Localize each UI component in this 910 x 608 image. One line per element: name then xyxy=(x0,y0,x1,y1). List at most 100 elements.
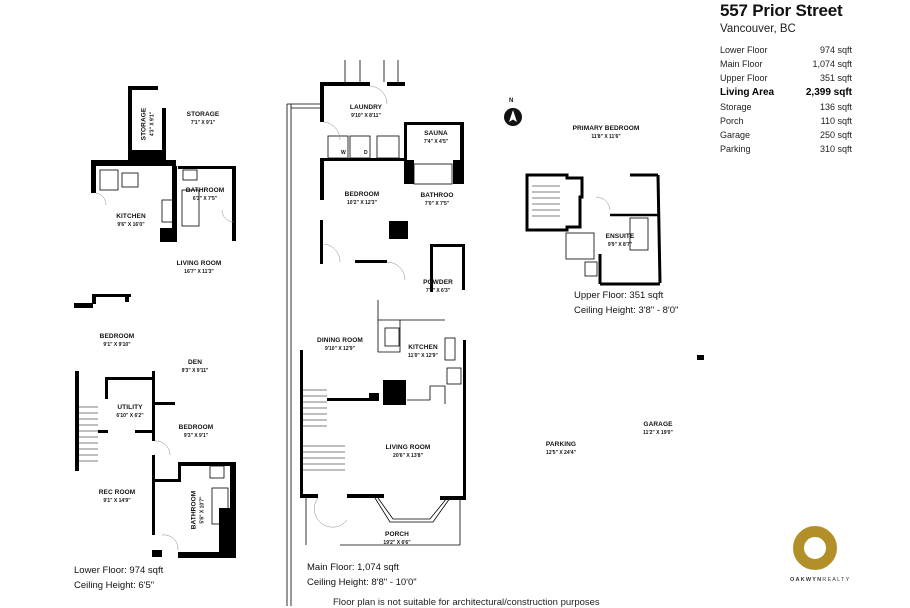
room-label-lower-bedroom-2: BEDROOM 9'3" X 9'1" xyxy=(179,424,214,439)
oakwyn-realty-logo: OAKWYNREALTY xyxy=(790,526,850,583)
room-name: PORCH xyxy=(385,531,409,538)
room-label-lower-den: DEN 9'3" X 9'11" xyxy=(182,359,209,374)
room-name: KITCHEN xyxy=(408,344,438,351)
room-dims: 10'2" X 12'3" xyxy=(347,200,377,206)
room-label-lower-rec-room: REC ROOM 9'1" X 14'9" xyxy=(99,489,136,504)
room-label-lower-utility: UTILITY 6'10" X 6'2" xyxy=(116,404,143,419)
area-row: Lower Floor 974 sqft xyxy=(720,43,852,57)
area-label: Main Floor xyxy=(720,59,763,70)
room-label-upper-ensuite: ENSUITE 9'9" X 8'7" xyxy=(606,233,635,248)
area-label: Lower Floor xyxy=(720,45,768,56)
room-name: BEDROOM xyxy=(178,424,214,431)
room-name: ENSUITE xyxy=(605,233,635,240)
upper-floor-area: Upper Floor: 351 sqft xyxy=(574,290,664,301)
room-name: LAUNDRY xyxy=(349,104,383,111)
room-label-main-kitchen: KITCHEN 11'0" X 12'9" xyxy=(408,344,438,359)
room-label-lower-bedroom-1: BEDROOM 9'1" X 9'10" xyxy=(100,333,135,348)
area-label: Living Area xyxy=(720,87,775,99)
room-dims: 9'1" X 9'10" xyxy=(103,342,131,348)
area-row: Storage 136 sqft xyxy=(720,100,852,114)
area-label: Parking xyxy=(720,144,751,155)
property-address: 557 Prior Street xyxy=(720,1,843,20)
room-dims: 5'6" X 10'7" xyxy=(199,496,206,524)
room-name: POWDER xyxy=(423,279,453,286)
room-label-main-living-room: LIVING ROOM 20'6" X 13'8" xyxy=(386,444,431,459)
room-label-lower-bathroom: BATHROOM 6'3" X 7'5" xyxy=(186,187,225,202)
main-floor-caption: Main Floor: 1,074 sqft Ceiling Height: 8… xyxy=(307,560,417,590)
area-value: 250 sqft xyxy=(819,130,852,141)
room-name: REC ROOM xyxy=(98,489,136,496)
upper-floor-ceiling: Ceiling Height: 3'8" - 8'0" xyxy=(574,305,679,316)
room-name: PRIMARY BEDROOM xyxy=(572,125,640,132)
room-label-main-bedroom: BEDROOM 10'2" X 12'3" xyxy=(345,191,380,206)
room-dims: 9'6" X 16'0" xyxy=(117,222,145,228)
room-dims: 9'9" X 8'7" xyxy=(607,242,633,248)
lower-floor-area: Lower Floor: 974 sqft xyxy=(74,565,164,576)
area-label: Storage xyxy=(720,101,752,112)
room-label-lower-bathroom-2: BATHROOM 5'6" X 10'7" xyxy=(191,491,206,530)
room-name: UTILITY xyxy=(117,404,143,411)
area-row: Upper Floor 351 sqft xyxy=(720,71,852,85)
room-label-upper-primary-bedroom: PRIMARY BEDROOM 11'8" X 11'6" xyxy=(573,125,640,140)
room-label-main-powder: POWDER 7'0" X 6'3" xyxy=(423,279,453,294)
room-name: BEDROOM xyxy=(344,191,380,198)
area-value: 2,399 sqft xyxy=(805,87,852,99)
main-floor-area: Main Floor: 1,074 sqft xyxy=(307,562,399,573)
room-name: GARAGE xyxy=(643,421,673,428)
room-name: BEDROOM xyxy=(99,333,135,340)
room-name: BATHROOM xyxy=(185,187,225,194)
room-name: PARKING xyxy=(545,441,577,448)
room-dims: 11'0" X 12'9" xyxy=(408,353,438,359)
room-dims: 7'0" X 7'5" xyxy=(424,201,450,207)
room-name: DINING ROOM xyxy=(317,337,363,344)
room-label-garage: GARAGE 11'2" X 19'0" xyxy=(643,421,673,436)
room-name: LIVING ROOM xyxy=(385,444,431,451)
area-value: 1,074 sqft xyxy=(812,59,852,70)
area-value: 974 sqft xyxy=(819,45,852,56)
room-dims: 7'1" X 9'1" xyxy=(190,120,216,126)
area-value: 310 sqft xyxy=(819,144,852,155)
upper-floor-caption: Upper Floor: 351 sqft Ceiling Height: 3'… xyxy=(574,288,678,318)
washer-label: W xyxy=(341,150,346,156)
room-dims: 19'2" X 6'6" xyxy=(383,540,411,546)
room-label-main-laundry: LAUNDRY 9'10" X 8'11" xyxy=(350,104,382,119)
area-value: 110 sqft xyxy=(820,116,852,127)
area-table: Lower Floor 974 sqft Main Floor 1,074 sqft… xyxy=(720,43,852,157)
room-dims: 4'3" X 9'1" xyxy=(149,111,156,137)
logo-brand-text: OAKWYNREALTY xyxy=(790,577,850,583)
property-city: Vancouver, BC xyxy=(720,23,796,35)
room-label-parking: PARKING 12'5" X 24'4" xyxy=(546,441,576,456)
room-dims: 16'7" X 11'3" xyxy=(184,269,214,275)
room-label-main-sauna: SAUNA 7'4" X 4'5" xyxy=(424,130,448,145)
lower-floor-ceiling: Ceiling Height: 6'5" xyxy=(74,580,155,591)
room-label-lower-storage: STORAGE 7'1" X 9'1" xyxy=(187,111,220,126)
dryer-label: D xyxy=(364,150,368,156)
room-name: LIVING ROOM xyxy=(176,260,222,267)
logo-ring-icon xyxy=(793,526,837,570)
room-name: SAUNA xyxy=(424,130,448,137)
room-dims: 12'5" X 24'4" xyxy=(546,450,576,456)
room-label-lower-living-room: LIVING ROOM 16'7" X 11'3" xyxy=(177,260,222,275)
room-dims: 6'10" X 6'2" xyxy=(116,413,144,419)
area-value: 136 sqft xyxy=(819,101,852,112)
disclaimer-text: Floor plan is not suitable for architect… xyxy=(333,597,600,608)
area-row: Parking 310 sqft xyxy=(720,142,852,156)
logo-brand-light: REALTY xyxy=(822,577,851,583)
north-arrow-icon xyxy=(504,108,522,126)
compass-label: N xyxy=(509,98,514,104)
room-dims: 20'6" X 13'8" xyxy=(393,453,423,459)
room-dims: 9'10" X 8'11" xyxy=(351,113,381,119)
area-label: Upper Floor xyxy=(720,73,768,84)
room-label-lower-kitchen: KITCHEN 9'6" X 16'0" xyxy=(116,213,146,228)
room-dims: 7'0" X 6'3" xyxy=(425,288,451,294)
room-dims: 9'3" X 9'11" xyxy=(181,368,209,374)
area-value: 351 sqft xyxy=(819,73,852,84)
room-dims: 9'3" X 9'1" xyxy=(183,433,209,439)
room-label-main-bathroom: BATHROO 7'0" X 7'5" xyxy=(420,192,453,207)
room-label-main-porch: PORCH 19'2" X 6'6" xyxy=(383,531,410,546)
room-dims: 11'2" X 19'0" xyxy=(643,430,673,436)
room-name: BATHROOM xyxy=(190,490,198,530)
